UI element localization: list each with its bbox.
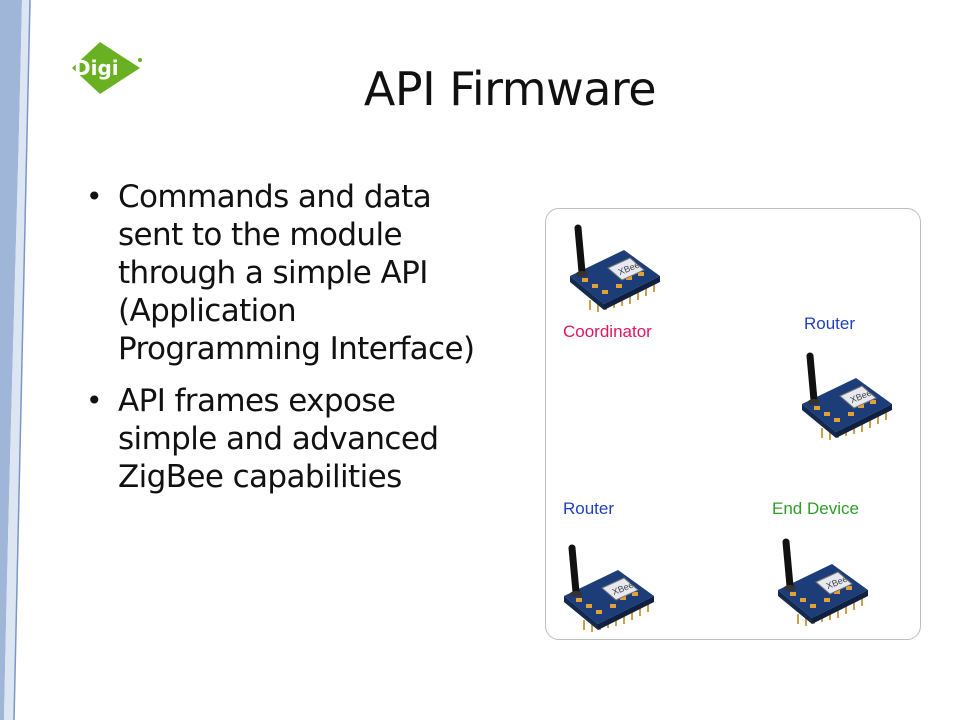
xbee-module-icon: [560, 214, 664, 314]
bullet-item: • API frames expose simple and advanced Z…: [84, 382, 494, 496]
xbee-module-icon: [768, 528, 872, 628]
digi-logo: Digi: [66, 38, 146, 98]
logo-text: Digi: [74, 56, 119, 80]
bullet-text: API frames expose simple and advanced Zi…: [118, 383, 439, 495]
bullet-text: Commands and data sent to the module thr…: [118, 179, 475, 367]
bullet-item: • Commands and data sent to the module th…: [84, 178, 494, 368]
xbee-module-icon: [792, 342, 896, 442]
node-label-coordinator: Coordinator: [563, 322, 652, 341]
node-label-router: Router: [563, 499, 615, 518]
decorative-left-band: [0, 0, 40, 720]
slide-title: API Firmware: [363, 62, 657, 116]
bullet-dot: •: [86, 180, 103, 213]
bullet-dot: •: [86, 384, 103, 417]
xbee-module-icon: [554, 534, 658, 634]
node-label-router: Router: [804, 314, 856, 333]
node-label-end-device: End Device: [772, 499, 859, 518]
bullet-list: • Commands and data sent to the module th…: [84, 178, 494, 510]
